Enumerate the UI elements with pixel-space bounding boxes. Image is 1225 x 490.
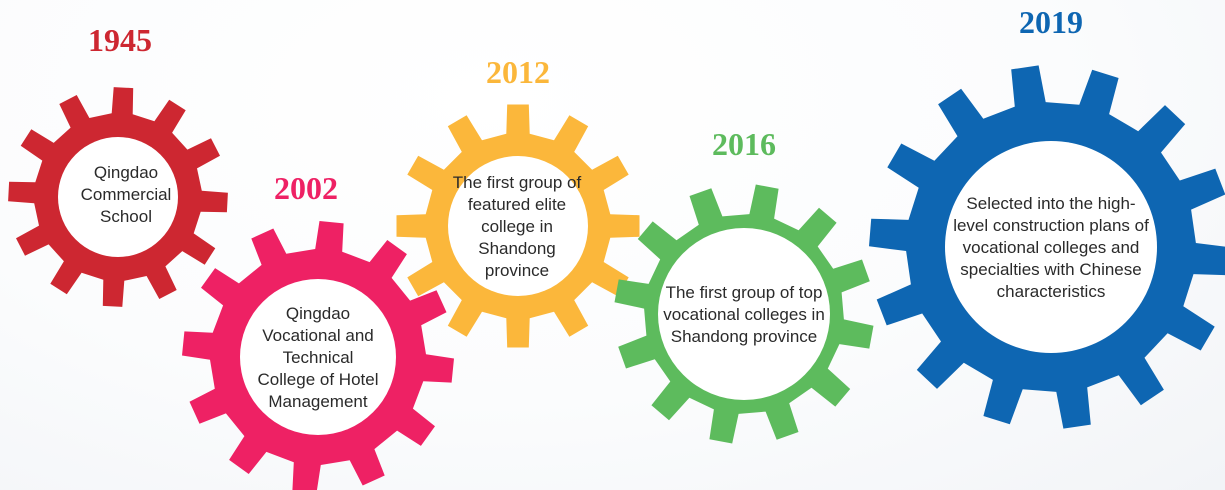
milestone-text-2002: Qingdao Vocational and Technical College… [257,303,379,412]
milestone-text-2012: The first group of featured elite colleg… [452,172,582,281]
milestone-text-1945: Qingdao Commercial School [80,162,172,227]
milestone-text-2016: The first group of top vocational colleg… [663,282,825,347]
gear-center-1945 [58,137,178,257]
gear-center-2019 [945,141,1157,353]
gear-center-2016 [658,228,830,400]
year-label-2012: 2012 [486,54,550,90]
year-label-2002: 2002 [274,170,338,206]
year-label-2016: 2016 [712,126,776,162]
gear-center-2012 [448,156,588,296]
year-label-1945: 1945 [88,22,152,58]
milestone-text-2019: Selected into the high-level constructio… [953,193,1149,302]
gear-center-2002 [240,279,396,435]
year-label-2019: 2019 [1019,4,1083,40]
